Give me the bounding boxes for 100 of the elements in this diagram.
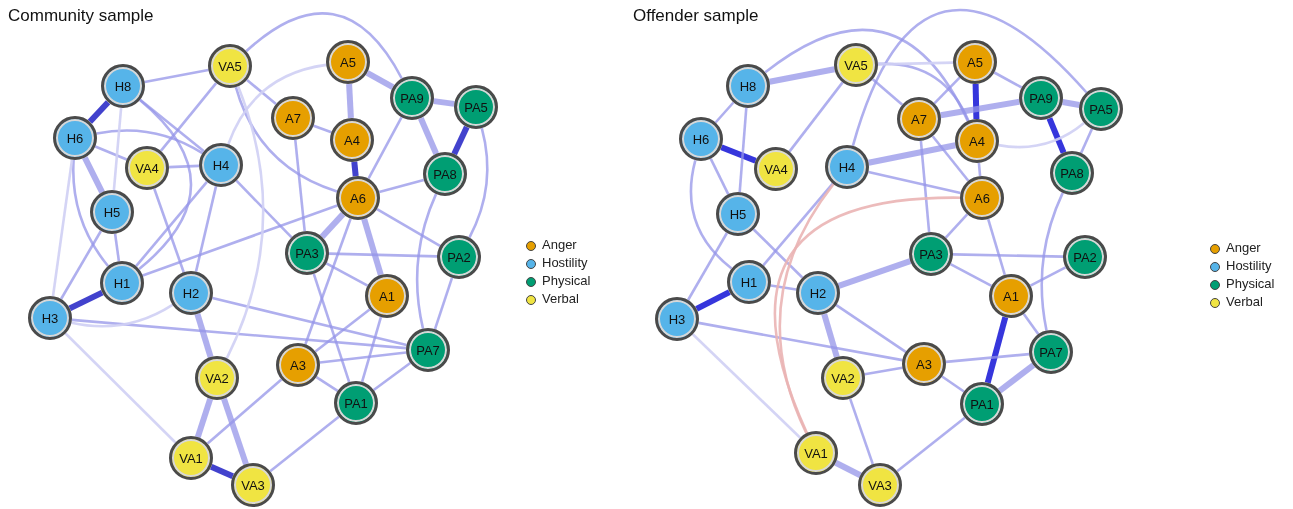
panel-title: Offender sample: [633, 6, 759, 26]
connection-line: [246, 79, 277, 105]
legend-label: Physical: [542, 272, 591, 290]
variable-node: H2: [169, 271, 213, 315]
connection-line: [51, 159, 74, 297]
connection-line: [1029, 266, 1067, 287]
connection-line: [770, 284, 797, 291]
connection-line: [714, 101, 735, 124]
connection-line: [312, 273, 351, 383]
connection-line: [142, 204, 338, 277]
variable-node: VA3: [858, 463, 902, 507]
variable-node: H6: [53, 116, 97, 160]
connection-line: [695, 289, 731, 312]
connection-line: [821, 313, 840, 358]
connection-line: [1040, 192, 1064, 331]
connection-line: [168, 164, 200, 169]
connection-line: [919, 140, 931, 233]
connection-line: [314, 308, 371, 353]
variable-node: VA2: [821, 356, 865, 400]
connection-line: [304, 218, 352, 345]
connection-line: [868, 170, 961, 195]
connection-line: [346, 83, 354, 119]
connection-line: [762, 182, 834, 267]
variable-node: H5: [90, 190, 134, 234]
connection-line: [941, 375, 965, 393]
connection-line: [998, 121, 1085, 149]
variable-node: A7: [271, 96, 315, 140]
connection-line: [774, 196, 961, 434]
connection-line: [361, 218, 384, 276]
connection-line: [159, 82, 218, 152]
connection-line: [221, 397, 249, 466]
variable-node: PA1: [960, 382, 1004, 426]
variable-node: A4: [955, 119, 999, 163]
connection-line: [68, 289, 104, 312]
connection-line: [294, 139, 306, 232]
variable-node: A3: [902, 342, 946, 386]
connection-line: [135, 181, 208, 267]
legend-label: Verbal: [542, 290, 579, 308]
connection-line: [949, 263, 993, 287]
connection-line: [59, 230, 103, 300]
connection-line: [778, 183, 835, 434]
connection-line: [351, 161, 359, 177]
legend-label: Anger: [1226, 239, 1261, 257]
connection-line: [468, 127, 489, 239]
connection-line: [720, 144, 757, 164]
connection-line: [315, 376, 339, 392]
variable-node: VA3: [231, 463, 275, 507]
connection-line: [71, 318, 407, 350]
connection-line: [952, 253, 1064, 258]
panel-title: Community sample: [8, 6, 154, 26]
connection-line: [977, 162, 982, 177]
variable-node: VA4: [125, 146, 169, 190]
variable-node: H3: [655, 297, 699, 341]
connection-line: [415, 193, 438, 329]
connection-line: [139, 98, 205, 153]
connection-line: [738, 107, 748, 193]
connection-line: [698, 321, 903, 362]
variable-node: VA2: [195, 356, 239, 400]
connection-line: [269, 415, 340, 473]
variable-node: PA3: [285, 231, 329, 275]
legend-label: Hostility: [542, 254, 588, 272]
variable-node: VA5: [208, 44, 252, 88]
connection-line: [96, 129, 204, 155]
connection-line: [788, 81, 844, 153]
variable-node: PA9: [390, 76, 434, 120]
connection-line: [752, 228, 804, 279]
connection-line: [433, 277, 454, 330]
variable-node: A5: [326, 40, 370, 84]
connection-line: [933, 76, 961, 105]
connection-line: [689, 160, 733, 270]
connection-line: [433, 98, 455, 107]
variable-node: VA1: [794, 431, 838, 475]
connection-line: [848, 398, 875, 465]
connection-line: [210, 464, 234, 479]
connection-line: [878, 62, 970, 122]
connection-line: [1079, 128, 1094, 154]
connection-line: [112, 107, 123, 191]
connection-line: [82, 156, 105, 194]
connection-line: [372, 361, 412, 392]
variable-node: PA1: [334, 381, 378, 425]
connection-line: [313, 124, 332, 134]
connection-line: [245, 12, 403, 80]
connection-line: [376, 207, 441, 248]
variable-node: A1: [365, 274, 409, 318]
connection-line: [64, 332, 177, 444]
connection-line: [871, 78, 904, 106]
connection-line: [319, 212, 346, 239]
connection-line: [769, 66, 835, 85]
variable-node: H4: [199, 143, 243, 187]
connection-line: [194, 186, 218, 272]
connection-line: [365, 70, 395, 90]
connection-line: [764, 28, 969, 122]
connection-line: [691, 333, 802, 439]
connection-line: [235, 179, 293, 239]
connection-line: [378, 178, 425, 194]
connection-line: [227, 63, 327, 145]
variable-node: A6: [960, 176, 1004, 220]
variable-node: A5: [953, 40, 997, 84]
connection-line: [851, 8, 1088, 147]
connection-line: [986, 218, 1007, 276]
